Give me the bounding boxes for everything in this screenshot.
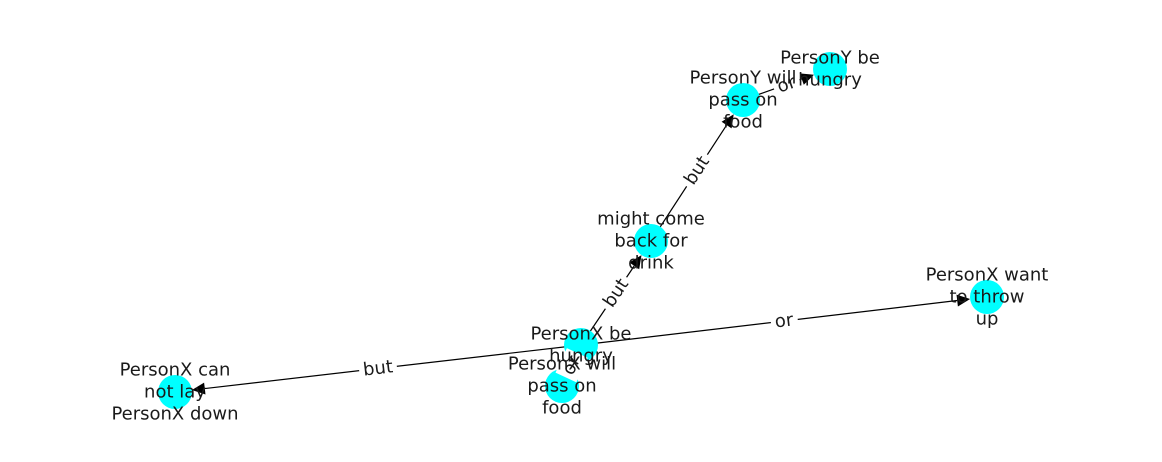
edge-label-background (595, 270, 637, 316)
node-n4 (970, 280, 1004, 314)
node-label-line: pass on (527, 376, 596, 397)
edge-label-group: but (677, 148, 717, 193)
node-label-line: food (542, 398, 582, 419)
edge-label-background (677, 148, 717, 193)
edge-label: or (774, 309, 795, 332)
node-label-line: might come (597, 209, 705, 230)
node-label-line: PersonX can (120, 360, 231, 381)
edge-label-group: or (770, 69, 804, 100)
edge-label-background (555, 348, 588, 383)
arrowhead (799, 73, 814, 85)
edge-label: but (362, 356, 394, 380)
node-n7 (158, 375, 192, 409)
node-label-line: PersonY be (780, 48, 880, 69)
node-label-line: back for (614, 231, 688, 252)
arrowhead (629, 255, 642, 270)
arrowhead (956, 294, 971, 307)
node-label-line: hungry (549, 346, 613, 367)
node-n3 (634, 224, 668, 258)
arrowhead (721, 114, 734, 129)
edge-label-group: but (595, 270, 637, 316)
node-n2 (726, 83, 760, 117)
node-label-line: PersonX down (111, 404, 238, 425)
node-label-line: pass on (708, 90, 777, 111)
node-label-line: PersonX want (926, 265, 1049, 286)
arrowhead (191, 382, 206, 395)
edge-label-background (770, 69, 804, 100)
node-n1 (813, 52, 847, 86)
node-label-line: not lay (144, 382, 206, 403)
node-label-line: to throw (950, 287, 1025, 308)
edge-label-group: but (357, 354, 399, 383)
node-label-line: PersonX will (508, 354, 616, 375)
edge-label-group: or (769, 307, 800, 334)
edge-label-background (357, 354, 399, 383)
edge-label-background (769, 307, 800, 334)
node-label-line: hungry (798, 70, 862, 91)
node-label-line: food (723, 112, 763, 133)
node-label-line: drink (628, 253, 674, 274)
node-label-line: up (976, 309, 999, 330)
nodes-layer (158, 52, 1004, 409)
edge-n5-n4 (580, 294, 971, 346)
node-label-line: PersonX be (530, 324, 631, 345)
node-label-line: PersonY will (690, 68, 797, 89)
edge-line (580, 299, 958, 346)
